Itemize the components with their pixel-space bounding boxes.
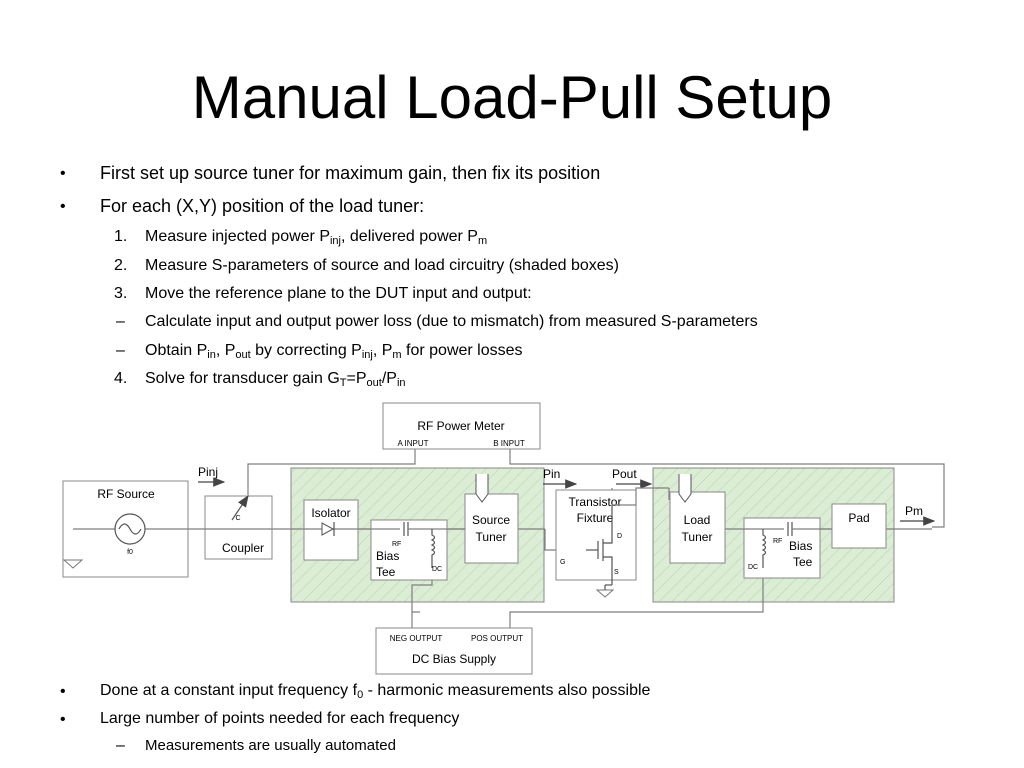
step-3-text: Move the reference plane to the DUT inpu… (145, 285, 532, 302)
bias-tee-right-label-2: Tee (793, 555, 813, 569)
transistor-icon (586, 505, 613, 586)
dash-marker: – (116, 342, 125, 359)
pinj-label: Pinj (198, 465, 218, 479)
diode-icon (321, 522, 335, 536)
load-tuner-label-1: Load (684, 513, 711, 527)
dc-bias-supply-label: DC Bias Supply (412, 652, 496, 666)
isolator-label: Isolator (311, 506, 350, 520)
substep-text: Measurements are usually automated (145, 737, 396, 754)
pad-box (831, 503, 887, 549)
meter-a-input-label: A INPUT (397, 439, 428, 448)
bullet-marker: • (60, 711, 66, 728)
dash-marker: – (116, 313, 125, 330)
bullet-marker: • (60, 198, 66, 215)
bias-tee-rf-label: RF (773, 538, 782, 545)
substep-text: Obtain Pin, Pout by correcting Pinj, Pm … (145, 342, 523, 361)
pin-label: Pin (543, 467, 560, 481)
tuner-probe-icon (475, 474, 489, 503)
inductor-icon (761, 529, 767, 568)
dash-marker: – (116, 737, 125, 754)
meter-b-input-label: B INPUT (493, 439, 525, 448)
fixture-s-label: S (614, 569, 619, 576)
bullet-text: For each (X,Y) position of the load tune… (100, 196, 425, 216)
slide-title: Manual Load-Pull Setup (191, 64, 833, 131)
rf-power-meter-box (382, 402, 541, 450)
bias-tee-dc-label: DC (432, 566, 442, 573)
substep-text: Calculate input and output power loss (d… (145, 313, 758, 330)
bias-tee-dc-label: DC (748, 564, 758, 571)
load-tuner-box (669, 491, 726, 564)
source-freq-label: f0 (127, 549, 133, 556)
fixture-label-2: Fixture (577, 511, 614, 525)
bullet-text: First set up source tuner for maximum ga… (100, 163, 601, 183)
coupler-port-label: C (235, 515, 240, 522)
bullet-marker: • (60, 683, 66, 700)
dc-neg-output-label: NEG OUTPUT (390, 634, 443, 643)
pad-label: Pad (848, 511, 869, 525)
load-tuner-label-2: Tuner (682, 530, 713, 544)
bias-tee-left-label-2: Tee (376, 565, 396, 579)
tuner-probe-icon (678, 474, 692, 503)
bias-tee-left-box (370, 519, 448, 581)
fixture-label-1: Transistor (569, 495, 622, 509)
fixture-d-label: D (617, 533, 622, 540)
step-marker: 1. (114, 228, 128, 245)
step-1-text: Measure injected power Pinj, delivered p… (145, 228, 488, 247)
source-tuner-label-2: Tuner (476, 530, 507, 544)
sine-wave-icon (118, 523, 142, 535)
fixture-g-label: G (560, 559, 565, 566)
rf-source-label: RF Source (97, 487, 155, 501)
bias-tee-right-label-1: Bias (789, 539, 812, 553)
fixture-ground-icon (595, 589, 615, 598)
bullet-marker: • (60, 165, 66, 182)
bias-tee-rf-label: RF (392, 541, 401, 548)
coupler-label: Coupler (222, 541, 264, 555)
step-marker: 3. (114, 285, 128, 302)
step-marker: 4. (114, 370, 128, 387)
bias-tee-left-label-1: Bias (376, 549, 399, 563)
pm-label: Pm (905, 504, 923, 518)
source-tuner-box (464, 493, 519, 564)
pout-label: Pout (612, 467, 637, 481)
bullet-text: Large number of points needed for each f… (100, 710, 460, 727)
step-marker: 2. (114, 257, 128, 274)
step-4-text: Solve for transducer gain GT=Pout/Pin (145, 370, 406, 389)
dc-pos-output-label: POS OUTPUT (471, 634, 523, 643)
rf-power-meter-label: RF Power Meter (417, 419, 504, 433)
dc-bias-supply-box (375, 627, 533, 675)
inductor-icon (430, 529, 436, 568)
source-tuner-label-1: Source (472, 513, 510, 527)
step-2-text: Measure S-parameters of source and load … (145, 257, 619, 274)
ground-icon (62, 559, 84, 569)
bullet-text: Done at a constant input frequency f0 - … (100, 682, 651, 701)
bias-tee-right-box (743, 517, 821, 579)
